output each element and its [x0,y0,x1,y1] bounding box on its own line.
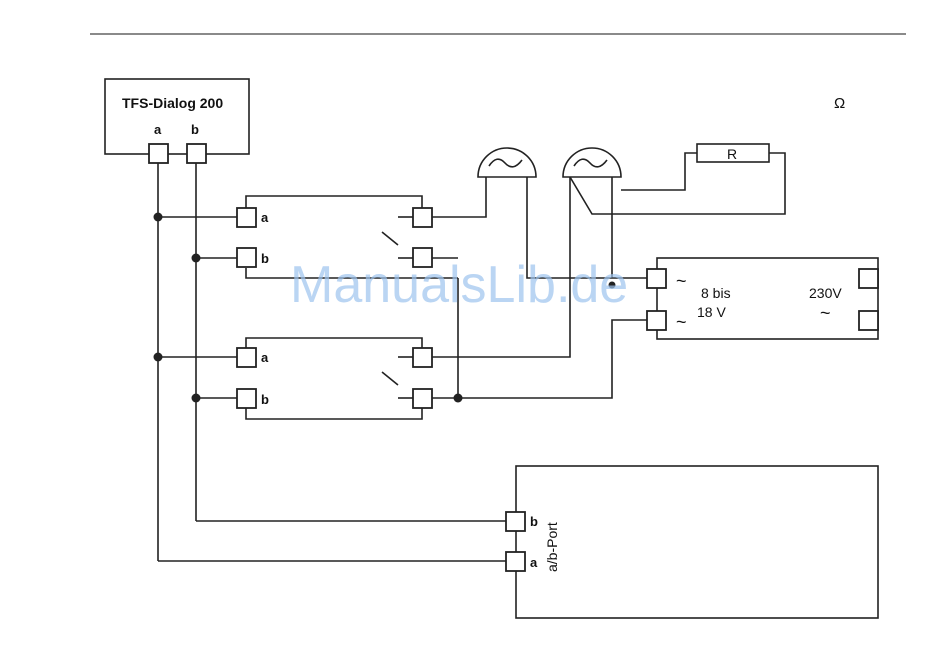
transformer-mains-terminal-bottom [859,311,878,330]
device-title: TFS-Dialog 200 [122,95,223,111]
relay-2-contact-top [413,348,432,367]
port-terminal-a [506,552,525,571]
ohm-symbol: Ω [834,95,845,112]
relay-1-terminal-b [237,248,256,267]
ab-port-device: b a a/b-Port [158,466,878,618]
transformer: ~ ~ 8 bis 18 V 230V ~ [647,258,878,339]
device-terminal-b [187,144,206,163]
junction-dot [154,213,163,222]
relay-1-label-b: b [261,251,269,266]
relay-1-terminal-a [237,208,256,227]
relay-1-contact-top [413,208,432,227]
transformer-mains-terminal-top [859,269,878,288]
relay-2-terminal-b [237,389,256,408]
junction-dot [192,394,201,403]
relay-2-terminal-a [237,348,256,367]
relay-2-label-b: b [261,392,269,407]
relay-1-label-a: a [261,210,269,225]
ac-symbol-icon: ~ [676,312,687,332]
transformer-low-terminal-top [647,269,666,288]
low-voltage-range-line1: 8 bis [701,285,731,301]
device-terminal-a [149,144,168,163]
relay-2-contact-bottom [413,389,432,408]
junction-dot [192,254,201,263]
relay-1-switch [382,232,398,245]
junction-dot [154,353,163,362]
resistor-label: R [727,146,737,162]
transformer-low-terminal-bottom [647,311,666,330]
device-terminal-a-label: a [154,122,162,137]
mains-voltage-label: 230V [809,285,842,301]
device-terminal-b-label: b [191,122,199,137]
low-voltage-range-line2: 18 V [697,304,726,320]
lamp-2 [432,148,647,357]
port-label-a: a [530,555,538,570]
relay-2-label-a: a [261,350,269,365]
tfs-dialog-device: TFS-Dialog 200 a b [105,79,249,163]
port-label-b: b [530,514,538,529]
port-label: a/b-Port [544,522,560,572]
relay-2-switch [382,372,398,385]
ac-symbol-icon: ~ [820,303,831,323]
ac-symbol-icon: ~ [676,271,687,291]
watermark: ManualsLib.de [290,256,628,314]
port-terminal-b [506,512,525,531]
junction-dot [454,394,463,403]
